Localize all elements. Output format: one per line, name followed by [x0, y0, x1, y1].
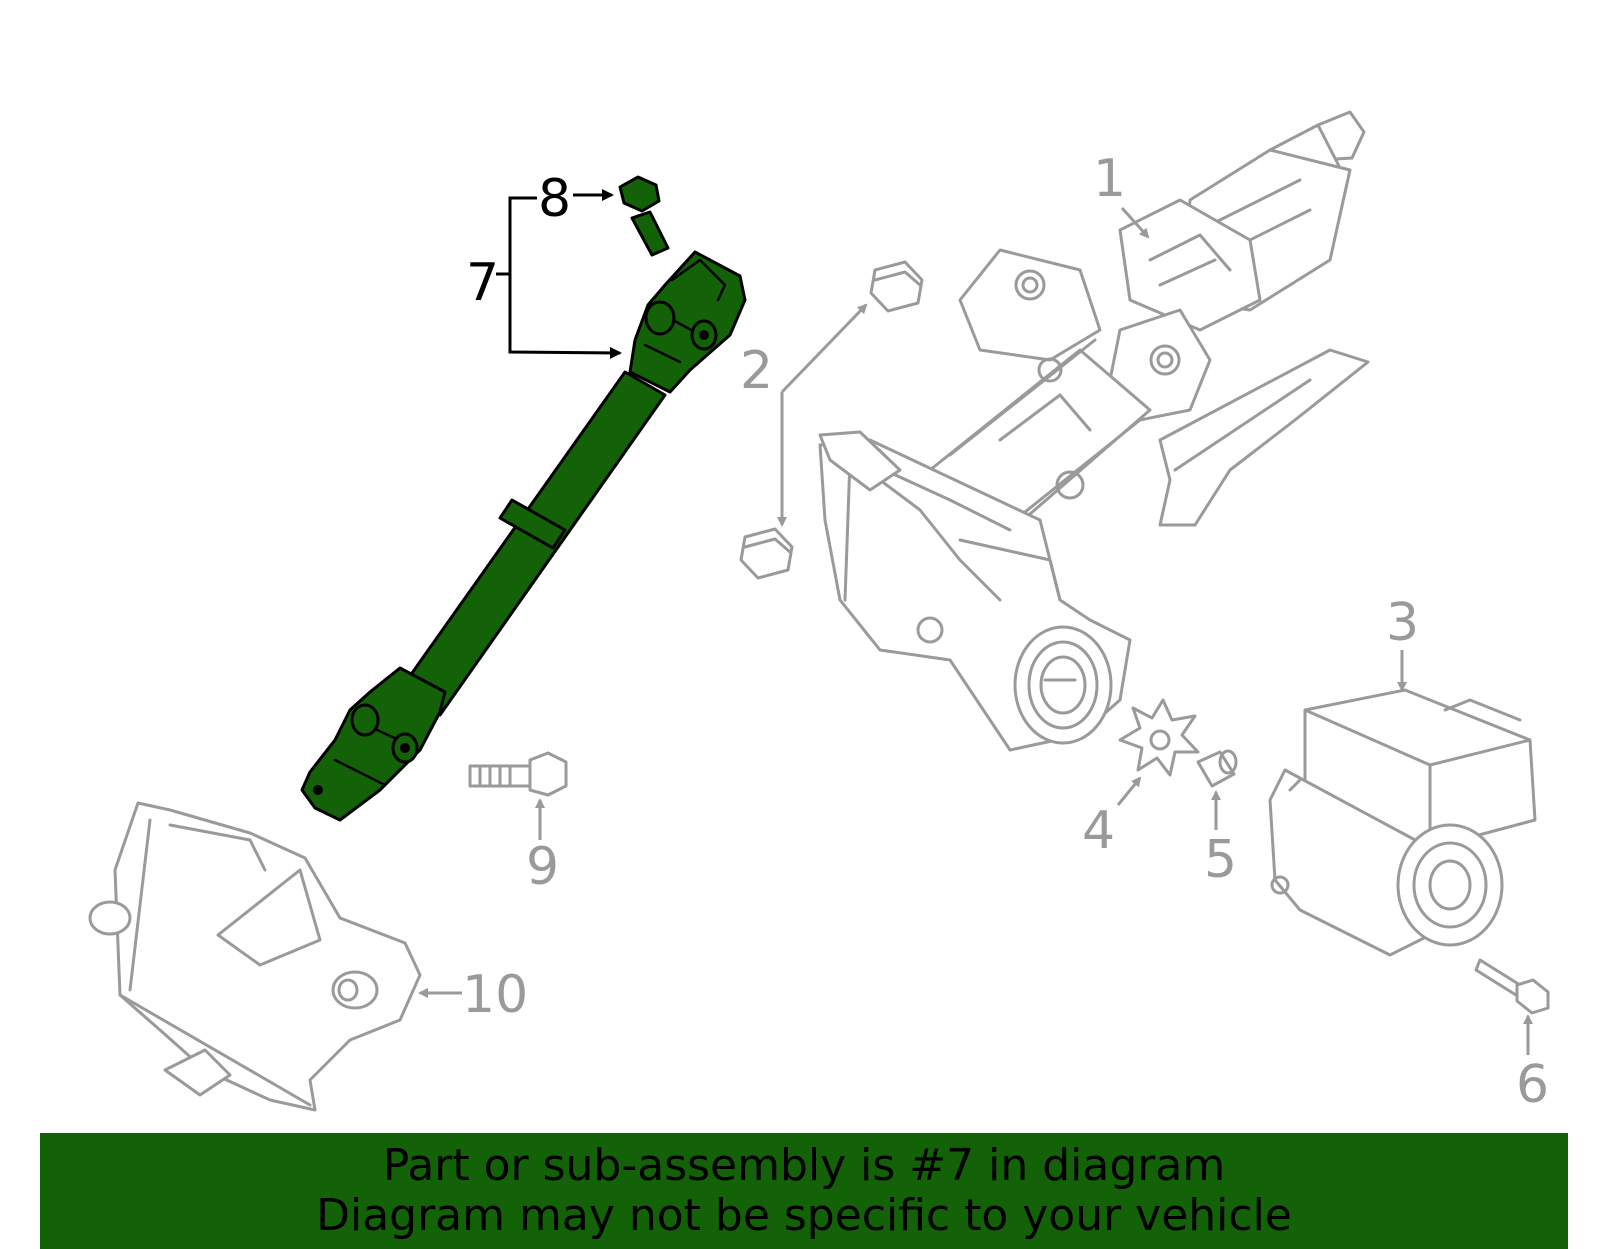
callout-5: 5	[1204, 830, 1237, 890]
shaft-bolt[interactable]	[468, 751, 568, 797]
bushing[interactable]	[1196, 749, 1238, 788]
callout-labels: 1 2 3 4 5 6 7 8 9 10	[462, 149, 1549, 1115]
info-banner: Part or sub-assembly is #7 in diagram Di…	[40, 1133, 1568, 1249]
cap-upper[interactable]	[869, 260, 924, 313]
callout-10: 10	[462, 965, 528, 1025]
control-module[interactable]	[1268, 688, 1537, 957]
callout-9: 9	[526, 837, 559, 897]
callout-4: 4	[1082, 801, 1115, 861]
callout-7: 7	[466, 253, 499, 313]
intermediate-shaft[interactable]	[300, 250, 747, 822]
callout-1: 1	[1093, 149, 1126, 209]
banner-line-part: Part or sub-assembly is #7 in diagram	[382, 1140, 1226, 1191]
coupling-insert[interactable]	[1118, 698, 1200, 777]
callout-8: 8	[538, 169, 571, 229]
callout-6: 6	[1516, 1055, 1549, 1115]
lower-cover[interactable]	[88, 801, 422, 1112]
callout-2: 2	[740, 341, 773, 401]
banner-line-disclaimer: Diagram may not be specific to your vehi…	[316, 1190, 1292, 1241]
cap-lower[interactable]	[739, 527, 794, 580]
leader-lines	[418, 189, 1533, 1055]
pinch-bolt[interactable]	[618, 175, 670, 257]
module-bolt[interactable]	[1474, 958, 1550, 1015]
callout-3: 3	[1386, 593, 1419, 653]
steering-column-assembly[interactable]	[818, 110, 1370, 752]
